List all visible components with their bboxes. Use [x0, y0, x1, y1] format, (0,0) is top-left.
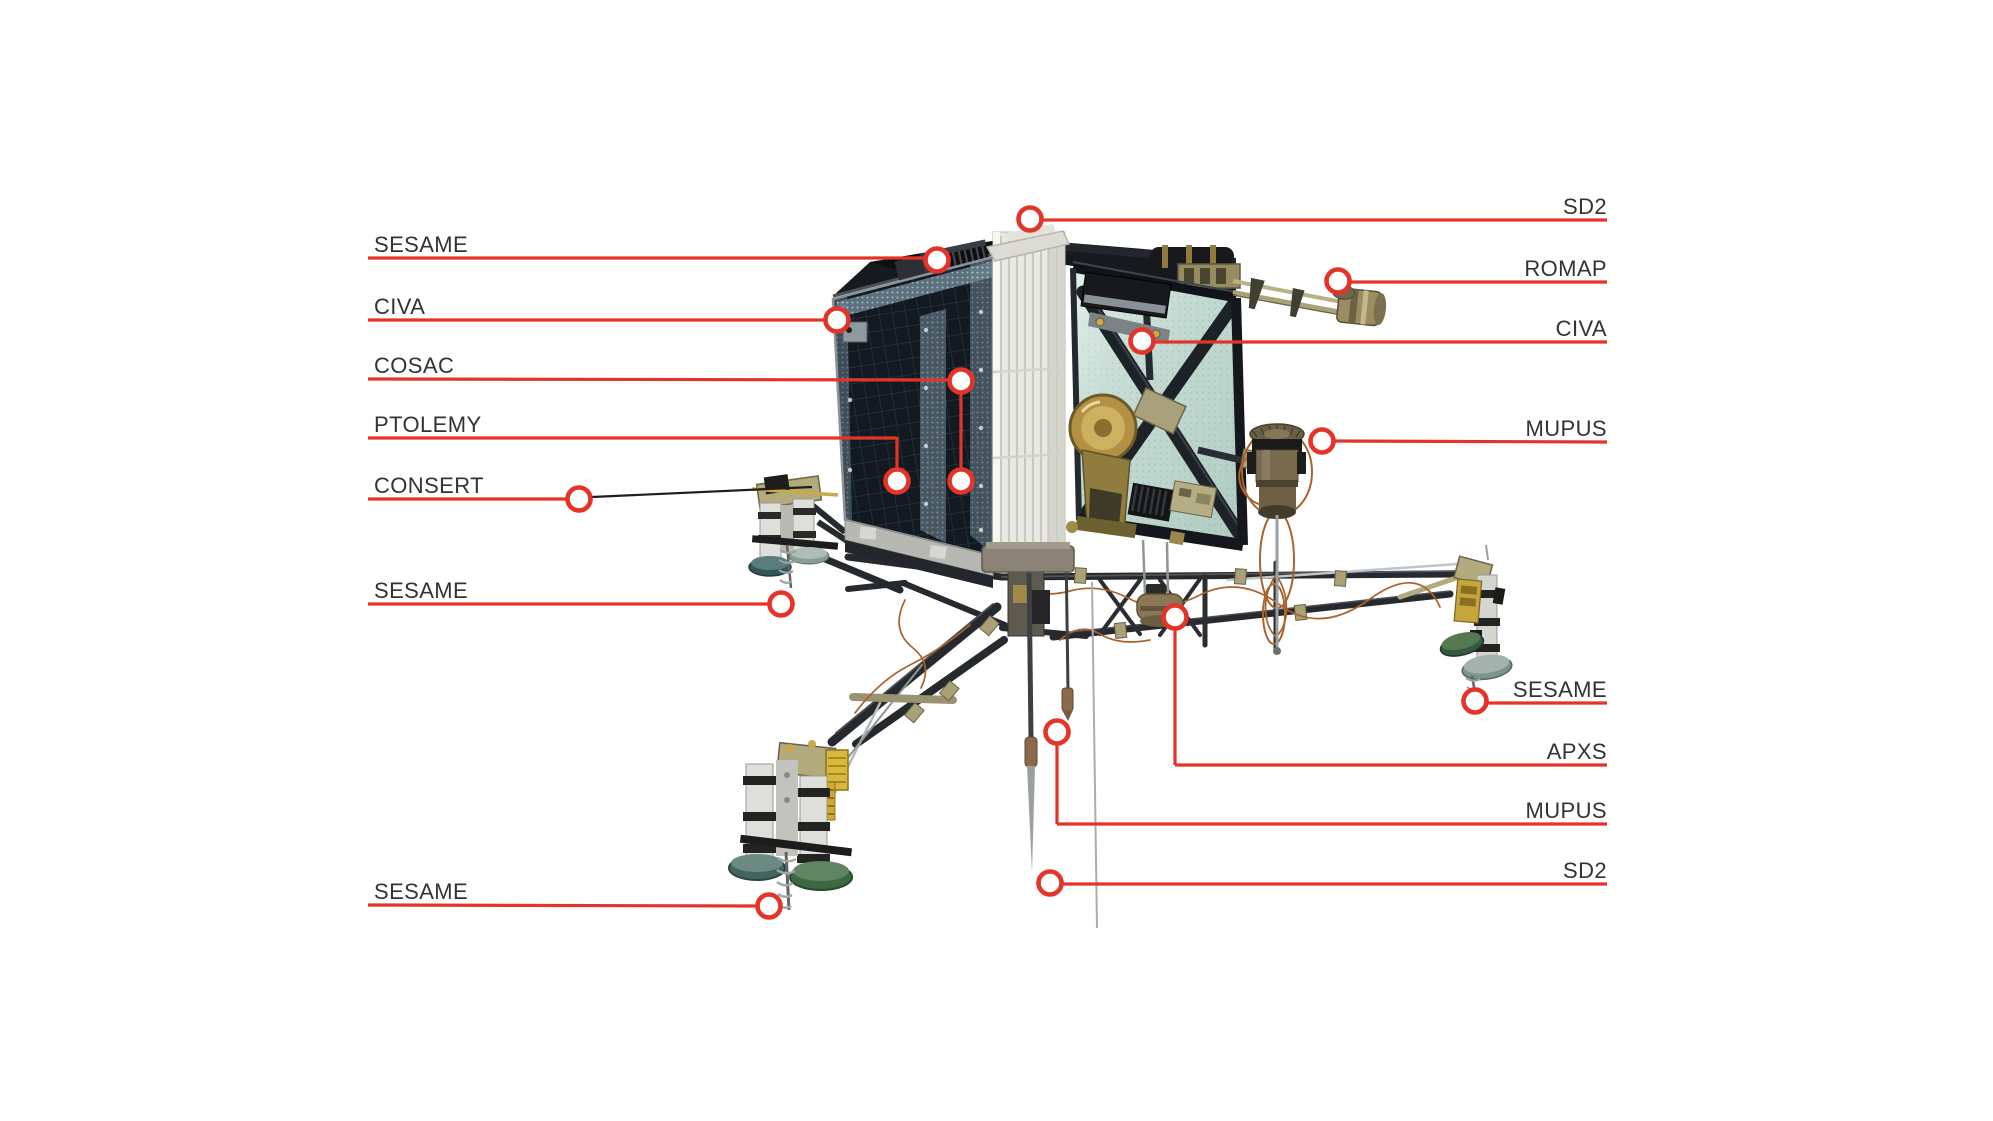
annotation-cosac: COSAC	[367, 353, 975, 495]
annotation-sesame-right: SESAME	[1461, 677, 1607, 715]
foot-rear-left	[728, 740, 853, 911]
label-mupus-right: MUPUS	[1526, 416, 1607, 441]
callout-marker	[1308, 427, 1336, 455]
callout-marker	[1128, 327, 1156, 355]
callout-marker	[1036, 869, 1064, 897]
flywheel-unit	[1068, 393, 1138, 539]
callout-line	[367, 377, 949, 382]
callout-marker	[1016, 205, 1044, 233]
lander-body	[831, 238, 1248, 588]
right-face-panel	[1066, 261, 1248, 551]
philae-lander-illustration	[591, 224, 1513, 929]
annotation-layer: SESAME CIVA COSAC PTOLEMY CONSERT SESAME SESAM…	[367, 194, 1608, 920]
label-cosac: COSAC	[374, 353, 454, 378]
solar-panel-left-face	[831, 255, 995, 588]
callout-marker	[947, 467, 975, 495]
label-sd2-bottom: SD2	[1563, 858, 1607, 883]
annotation-mupus-right: MUPUS	[1308, 416, 1608, 455]
annotation-apxs: APXS	[1161, 603, 1607, 767]
annotation-civa-right: CIVA	[1128, 316, 1607, 355]
annotation-civa-left: CIVA	[368, 294, 851, 334]
callout-marker	[947, 367, 975, 395]
callout-marker	[767, 590, 795, 618]
sd2-tower	[981, 224, 1075, 573]
annotation-sesame-bottom: SESAME	[367, 879, 783, 920]
label-sd2-top: SD2	[1563, 194, 1607, 219]
label-apxs: APXS	[1547, 739, 1607, 764]
romap-sensor-head	[1331, 284, 1387, 327]
callout-marker	[565, 485, 593, 513]
callout-marker	[823, 306, 851, 334]
callout-marker	[1043, 718, 1071, 746]
romap-boom	[1232, 277, 1387, 327]
label-romap: ROMAP	[1524, 256, 1607, 281]
consert-antenna	[591, 485, 813, 499]
label-consert: CONSERT	[374, 473, 484, 498]
callout-marker	[1461, 687, 1489, 715]
callout-marker	[923, 246, 951, 274]
callout-marker	[1324, 267, 1352, 295]
label-mupus-bottom: MUPUS	[1526, 798, 1607, 823]
annotation-consert: CONSERT	[368, 473, 593, 513]
landing-leg-front-left	[748, 474, 857, 589]
annotation-ptolemy: PTOLEMY	[368, 412, 911, 495]
callout-line	[1334, 439, 1608, 444]
label-civa-right: CIVA	[1556, 316, 1607, 341]
label-sesame-top: SESAME	[374, 232, 468, 257]
label-sesame-bottom: SESAME	[374, 879, 468, 904]
annotation-sesame-top: SESAME	[368, 232, 951, 274]
annotation-mupus-bottom: MUPUS	[1043, 718, 1607, 826]
label-sesame-mid: SESAME	[374, 578, 468, 603]
callout-marker	[755, 892, 783, 920]
callout-marker	[883, 467, 911, 495]
annotation-romap: ROMAP	[1324, 256, 1607, 295]
callout-line	[367, 903, 757, 908]
label-sesame-right: SESAME	[1513, 677, 1607, 702]
annotation-sd2-top: SD2	[1016, 194, 1607, 233]
callout-marker	[1161, 603, 1189, 631]
mupus-deployment-unit	[1197, 423, 1313, 655]
foot-front-left	[748, 474, 839, 589]
annotation-sesame-mid: SESAME	[368, 578, 795, 618]
label-civa-left: CIVA	[374, 294, 425, 319]
annotation-sd2-bottom: SD2	[1036, 858, 1607, 897]
label-ptolemy: PTOLEMY	[374, 412, 482, 437]
foot-right	[1439, 544, 1513, 700]
